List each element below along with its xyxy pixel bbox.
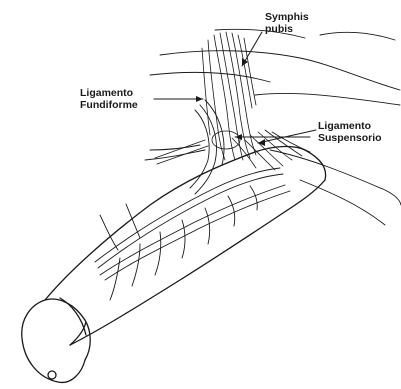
label-symphis-pubis: Symphis pubis xyxy=(265,11,309,35)
label-ligamento-fundiforme: Ligamento Fundiforme xyxy=(80,87,138,111)
label-fundiforme-line2: Fundiforme xyxy=(80,99,138,111)
label-ligamento-suspensorio: Ligamento Suspensorio xyxy=(318,120,382,144)
label-suspensorio-line1: Ligamento xyxy=(318,120,382,132)
label-symphis-line2: pubis xyxy=(265,23,309,35)
shaft-outline xyxy=(45,146,326,345)
label-suspensorio-line2: Suspensorio xyxy=(318,132,382,144)
label-fundiforme-line1: Ligamento xyxy=(80,87,138,99)
label-symphis-line1: Symphis xyxy=(265,11,309,23)
dorsal-vessels xyxy=(95,168,290,300)
fundiform-ligament xyxy=(145,100,224,194)
